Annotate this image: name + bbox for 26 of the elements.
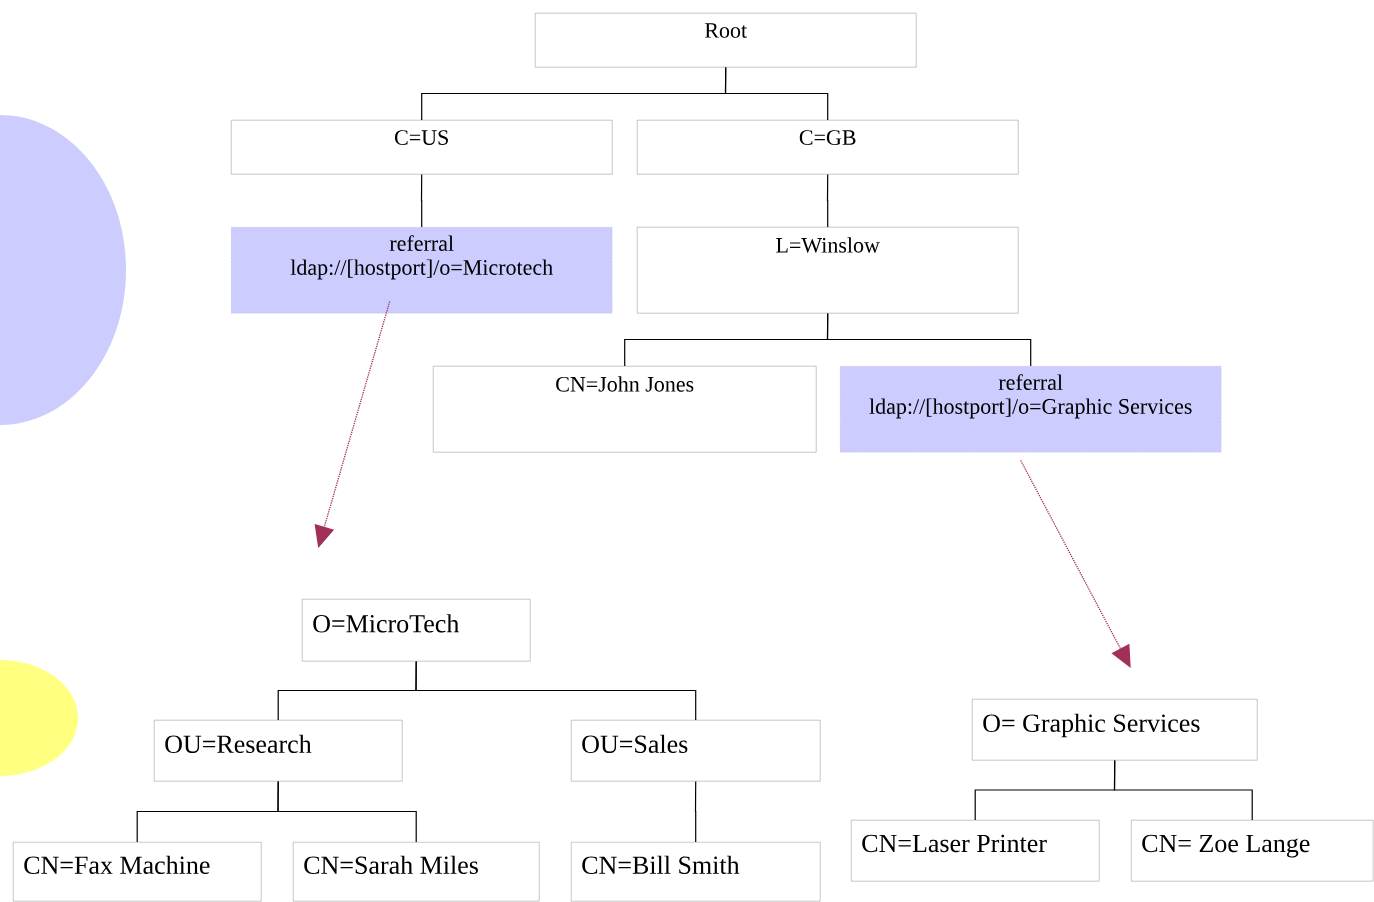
referral-box: referral ldap://[hostport]/o=Microtech: [231, 227, 613, 314]
entry-box: C=GB: [637, 120, 1019, 175]
entry-box: CN= Zoe Lange: [1131, 820, 1374, 882]
referral-arrow: [1020, 459, 1131, 668]
tree-connector: [415, 660, 697, 721]
entry-box: C=US: [231, 120, 613, 175]
entry-box: CN=Fax Machine: [13, 842, 262, 902]
tree-connector: [826, 173, 829, 228]
entry-box: O= Graphic Services: [972, 699, 1258, 761]
entry-box: CN=Laser Printer: [851, 820, 1100, 882]
entry-box: CN=Sarah Miles: [293, 842, 540, 902]
tree-connector: [724, 66, 829, 121]
entry-box: O=MicroTech: [302, 599, 531, 662]
entry-box: OU=Research: [154, 720, 403, 782]
referral-box: referral ldap://[hostport]/o=Graphic Services: [840, 366, 1222, 453]
entry-box: OU=Sales: [571, 720, 821, 782]
tree-connector: [826, 312, 1032, 367]
tree-connector: [420, 173, 423, 228]
entry-box: CN=Bill Smith: [571, 842, 821, 902]
tree-connector: [1113, 759, 1253, 821]
entry-box: Root: [535, 13, 917, 68]
referral-arrow: [314, 300, 391, 548]
tree-connector: [694, 780, 697, 843]
entry-box: CN=John Jones: [433, 366, 817, 453]
tree-connector: [277, 780, 417, 843]
entry-box: L=Winslow: [637, 227, 1019, 314]
